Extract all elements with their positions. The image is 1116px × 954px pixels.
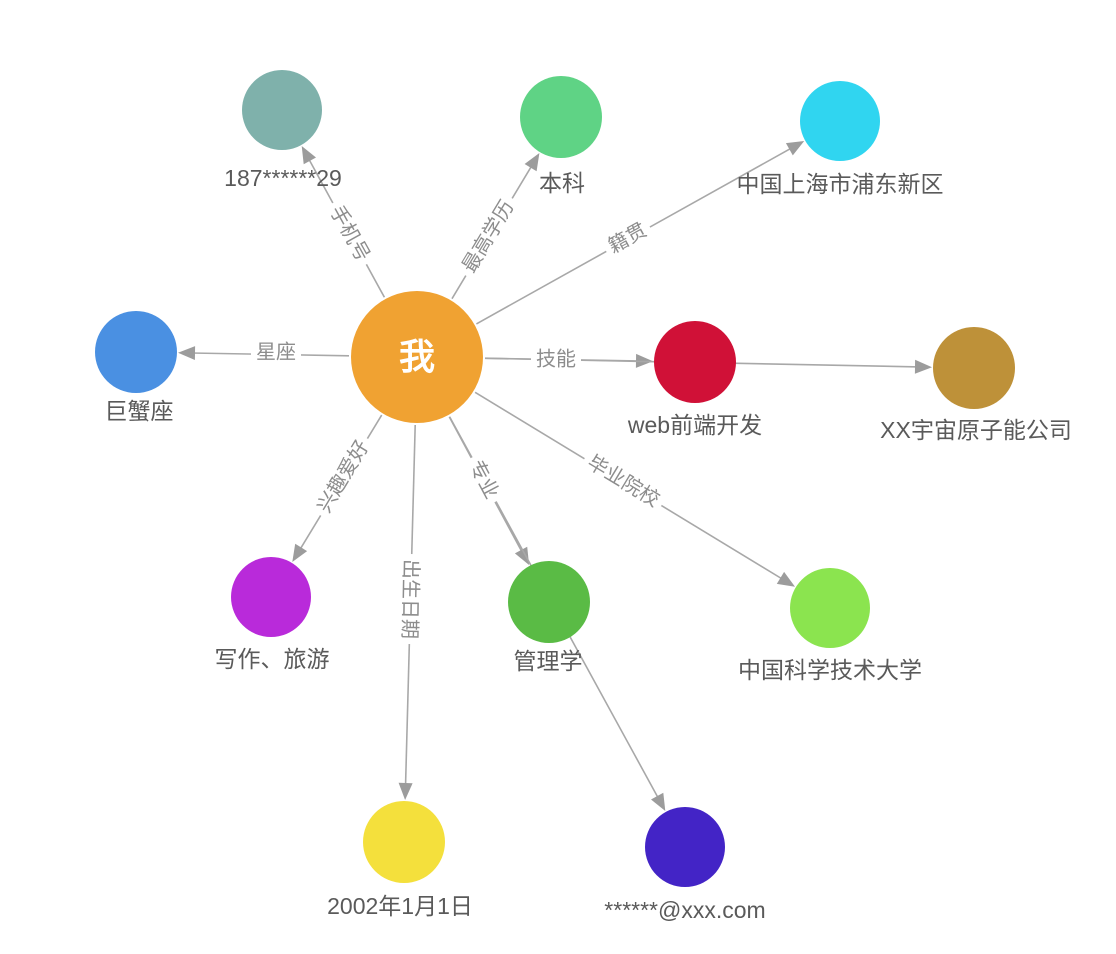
edge-label-me-skill: 技能 — [531, 347, 581, 373]
edge-label-me-birthday: 出生日期 — [395, 553, 423, 645]
node-hobby[interactable] — [231, 557, 311, 637]
node-degree[interactable] — [520, 76, 602, 158]
arrowhead-me-company — [914, 359, 932, 374]
node-label-birthday: 2002年1月1日 — [327, 893, 473, 920]
node-label-university: 中国科学技术大学 — [738, 657, 922, 684]
node-major[interactable] — [508, 561, 590, 643]
arrowhead-me-hobby — [292, 543, 308, 562]
arrowhead-me-university — [776, 571, 795, 587]
node-me[interactable]: 我 — [351, 291, 483, 423]
arrowhead-me-major — [514, 546, 530, 565]
node-constellation[interactable] — [95, 311, 177, 393]
node-birthday[interactable] — [363, 801, 445, 883]
node-skill[interactable] — [654, 321, 736, 403]
node-label-degree: 本科 — [539, 170, 585, 197]
node-label-me: 我 — [398, 336, 435, 377]
arrowhead-me-constellation — [178, 346, 196, 360]
node-label-constellation: 巨蟹座 — [104, 398, 174, 425]
edge-label-me-constellation: 星座 — [251, 340, 301, 366]
arrowhead-me-email — [651, 792, 666, 811]
arrowhead-me-phone — [301, 146, 316, 165]
node-label-company: XX宇宙原子能公司 — [880, 417, 1072, 444]
node-label-major: 管理学 — [513, 648, 583, 675]
node-label-hobby: 写作、旅游 — [214, 646, 330, 673]
node-company[interactable] — [933, 327, 1015, 409]
arrowhead-me-hometown — [785, 141, 805, 156]
node-email[interactable] — [645, 807, 725, 887]
node-phone[interactable] — [242, 70, 322, 150]
node-label-email: ******@xxx.com — [604, 897, 766, 924]
arrowhead-me-birthday — [398, 782, 413, 800]
arrowhead-me-degree — [524, 153, 540, 172]
node-label-hometown: 中国上海市浦东新区 — [736, 171, 944, 198]
node-hometown[interactable] — [800, 81, 880, 161]
node-university[interactable] — [790, 568, 870, 648]
node-label-skill: web前端开发 — [627, 412, 763, 439]
node-label-phone: 187******29 — [224, 165, 342, 192]
